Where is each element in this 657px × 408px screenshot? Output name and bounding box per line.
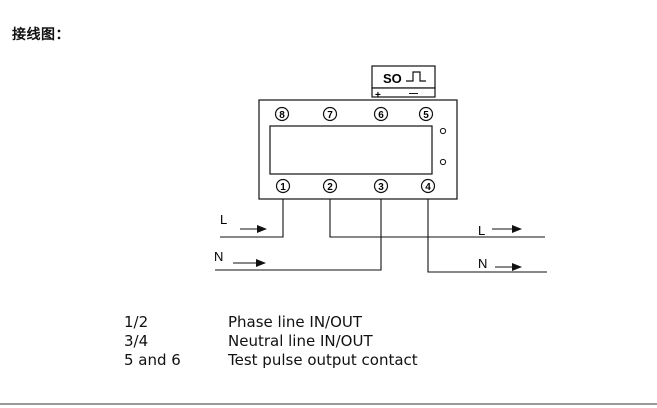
terminal-3: 3 [373,178,389,194]
legend-row: 3/4 Neutral line IN/OUT [124,332,418,351]
svg-text:2: 2 [327,182,333,193]
svg-text:7: 7 [327,110,333,121]
right-phase-label: L [478,223,485,238]
neutral-out-wire [427,199,547,273]
terminal-legend: 1/2 Phase line IN/OUT 3/4 Neutral line I… [124,313,418,370]
pulse-waveform-icon [406,71,426,82]
legend-term: 3/4 [124,332,149,350]
indicator-led-2 [439,158,447,166]
legend-term: 5 and 6 [124,351,181,369]
bottom-divider [0,403,657,405]
terminal-1: 1 [275,178,291,194]
neutral-in-wire [215,199,382,271]
diagram-heading: 接线图： [12,27,70,43]
svg-text:1: 1 [280,182,286,193]
legend-description: Test pulse output contact [228,351,418,369]
svg-text:3: 3 [378,182,384,193]
svg-text:6: 6 [378,110,384,121]
left-phase-label: L [220,212,227,227]
wiring-diagram: SO + — 8 7 6 5 1 2 3 4 [214,65,547,273]
terminal-7: 7 [322,106,338,122]
right-neutral-label: N [478,256,487,271]
terminal-2: 2 [322,178,338,194]
legend-description: Neutral line IN/OUT [228,332,373,350]
svg-text:4: 4 [425,182,431,193]
so-label: SO [383,71,402,86]
terminal-5: 5 [418,106,434,122]
left-neutral-label: N [214,249,223,264]
so-plus-sign: + [375,90,381,101]
so-output-box: SO + — [371,65,436,101]
legend-row: 5 and 6 Test pulse output contact [124,351,418,370]
terminal-8: 8 [274,106,290,122]
legend-description: Phase line IN/OUT [228,313,363,331]
indicator-led-1 [439,127,447,135]
svg-text:5: 5 [423,110,429,121]
so-minus-sign: — [409,88,418,98]
svg-text:8: 8 [279,110,285,121]
terminal-4: 4 [420,178,436,194]
meter-display-window [269,125,433,175]
legend-row: 1/2 Phase line IN/OUT [124,313,418,332]
phase-out-wire [329,199,545,238]
phase-in-wire [220,199,284,238]
terminal-6: 6 [373,106,389,122]
legend-term: 1/2 [124,313,149,331]
